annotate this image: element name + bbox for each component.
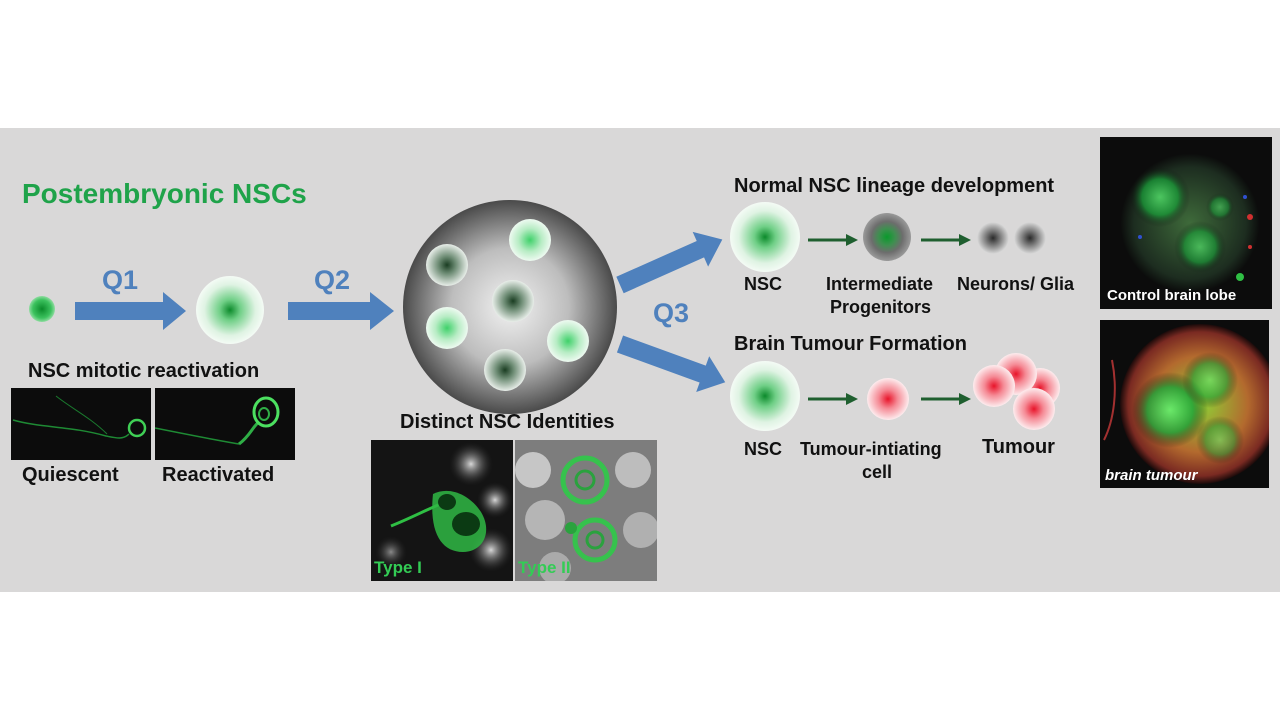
q3-arrow-down xyxy=(616,335,726,392)
tumour-cell-cluster xyxy=(973,353,1060,430)
green-arrow xyxy=(921,393,971,405)
identities-heading: Distinct NSC Identities xyxy=(400,411,615,433)
q2-arrow xyxy=(288,292,394,330)
green-arrow xyxy=(921,234,971,246)
dark-nsc-cell xyxy=(484,349,526,391)
tumour-initiating-label-line2: cell xyxy=(862,462,893,482)
q1-arrow xyxy=(75,292,186,330)
intermediate-progenitor-cell xyxy=(863,213,911,261)
light-nsc-cell xyxy=(547,320,589,362)
brain-tumour-label: brain tumour xyxy=(1105,467,1198,484)
normal-nsc-label: NSC xyxy=(744,274,783,294)
type-ii-label: Type II xyxy=(518,558,571,577)
control-brain-lobe-label: Control brain lobe xyxy=(1107,287,1237,304)
brain-tumour-micrograph: brain tumour xyxy=(1100,320,1269,488)
type-ii-micrograph: Type II xyxy=(515,440,657,581)
reactivated-nsc-cell xyxy=(196,276,264,344)
type-i-micrograph: Type I xyxy=(371,440,513,581)
type-i-label: Type I xyxy=(374,558,422,577)
reactivated-micrograph xyxy=(155,388,295,460)
green-arrow xyxy=(808,234,858,246)
tumour-initiating-cell xyxy=(867,378,909,420)
light-nsc-cell xyxy=(509,219,551,261)
tumour-row-nsc-cell xyxy=(730,361,800,431)
neuron-cell xyxy=(977,222,1009,254)
tumour-initiating-label-line1: Tumour-intiating xyxy=(800,439,942,459)
q2-label: Q2 xyxy=(314,265,351,295)
tumour-label: Tumour xyxy=(982,436,1055,458)
glia-cell xyxy=(1014,222,1046,254)
control-brain-lobe-micrograph: Control brain lobe xyxy=(1100,137,1272,309)
normal-lineage-heading: Normal NSC lineage development xyxy=(734,175,1055,197)
q3-label: Q3 xyxy=(653,298,690,328)
reactivation-heading: NSC mitotic reactivation xyxy=(28,360,260,382)
quiescent-micrograph xyxy=(11,388,151,460)
green-arrow xyxy=(808,393,858,405)
light-nsc-cell xyxy=(426,307,468,349)
intermediate-label-line2: Progenitors xyxy=(830,297,932,317)
intermediate-label-line1: Intermediate xyxy=(826,274,934,294)
quiescent-caption: Quiescent xyxy=(22,464,119,486)
quiescent-nsc-cell xyxy=(29,296,55,322)
normal-nsc-cell xyxy=(730,202,800,272)
dark-nsc-cell xyxy=(426,244,468,286)
page-title: Postembryonic NSCs xyxy=(22,178,307,209)
neurons-glia-label: Neurons/ Glia xyxy=(957,274,1075,294)
q3-arrow-up xyxy=(616,231,723,294)
dark-nsc-cell xyxy=(492,280,534,322)
tumour-formation-heading: Brain Tumour Formation xyxy=(734,333,967,355)
q1-label: Q1 xyxy=(102,265,139,295)
reactivated-caption: Reactivated xyxy=(162,464,275,486)
tumour-nsc-label: NSC xyxy=(744,439,783,459)
